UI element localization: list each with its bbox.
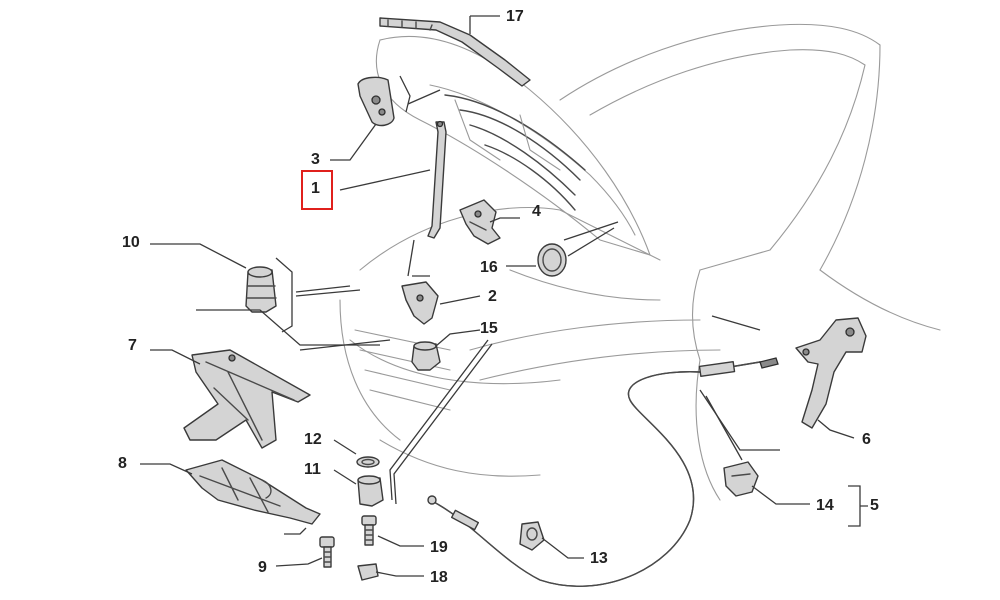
part-2-striker	[401, 281, 439, 325]
callout-16[interactable]: 16	[480, 259, 498, 276]
callout-15[interactable]: 15	[480, 320, 498, 337]
part-11-rubber-cap	[357, 475, 384, 507]
part-7-lower-bracket	[183, 349, 311, 449]
part-8-guide-plate	[185, 459, 321, 525]
part-12-ring	[356, 456, 380, 468]
callout-6[interactable]: 6	[862, 431, 871, 448]
part-3-bracket	[357, 76, 395, 127]
callout-1-highlight-box	[301, 170, 333, 210]
callout-14[interactable]: 14	[816, 497, 834, 514]
part-15-stop	[411, 341, 441, 371]
leader-lines	[140, 15, 868, 577]
part-16-plug	[537, 243, 567, 277]
callout-11[interactable]: 11	[304, 461, 321, 478]
part-19-screw	[361, 515, 377, 546]
part-18-nut	[357, 563, 379, 581]
callout-10[interactable]: 10	[122, 234, 140, 251]
callout-labels: 17 3 1 4 10 16 2 15 7 6 12 8 11 14 5 19 …	[118, 8, 879, 586]
callout-1[interactable]: 1	[311, 180, 320, 197]
part-4-hood-latch	[459, 199, 501, 245]
callout-17[interactable]: 17	[506, 8, 524, 25]
part-6-release-lever	[795, 317, 867, 429]
callout-7[interactable]: 7	[128, 337, 137, 354]
open-hood	[375, 35, 651, 256]
part-10-buffer	[245, 266, 277, 313]
callout-9[interactable]: 9	[258, 559, 267, 576]
callout-2[interactable]: 2	[488, 288, 497, 305]
callout-18[interactable]: 18	[430, 569, 448, 586]
part-17-hood-seal	[379, 17, 531, 87]
callout-8[interactable]: 8	[118, 455, 127, 472]
part-13-grommet	[519, 521, 545, 551]
part-14-cable-clip	[723, 461, 759, 497]
part-1-hood-support-rod	[427, 120, 447, 239]
callout-19[interactable]: 19	[430, 539, 448, 556]
car-body-outline	[339, 23, 941, 501]
callout-5[interactable]: 5	[870, 497, 879, 514]
part-5-release-cable	[427, 357, 779, 587]
callout-3[interactable]: 3	[311, 151, 320, 168]
callout-12[interactable]: 12	[304, 431, 322, 448]
part-9-bolt	[319, 536, 335, 568]
callout-4[interactable]: 4	[532, 203, 541, 220]
callout-13[interactable]: 13	[590, 550, 608, 567]
